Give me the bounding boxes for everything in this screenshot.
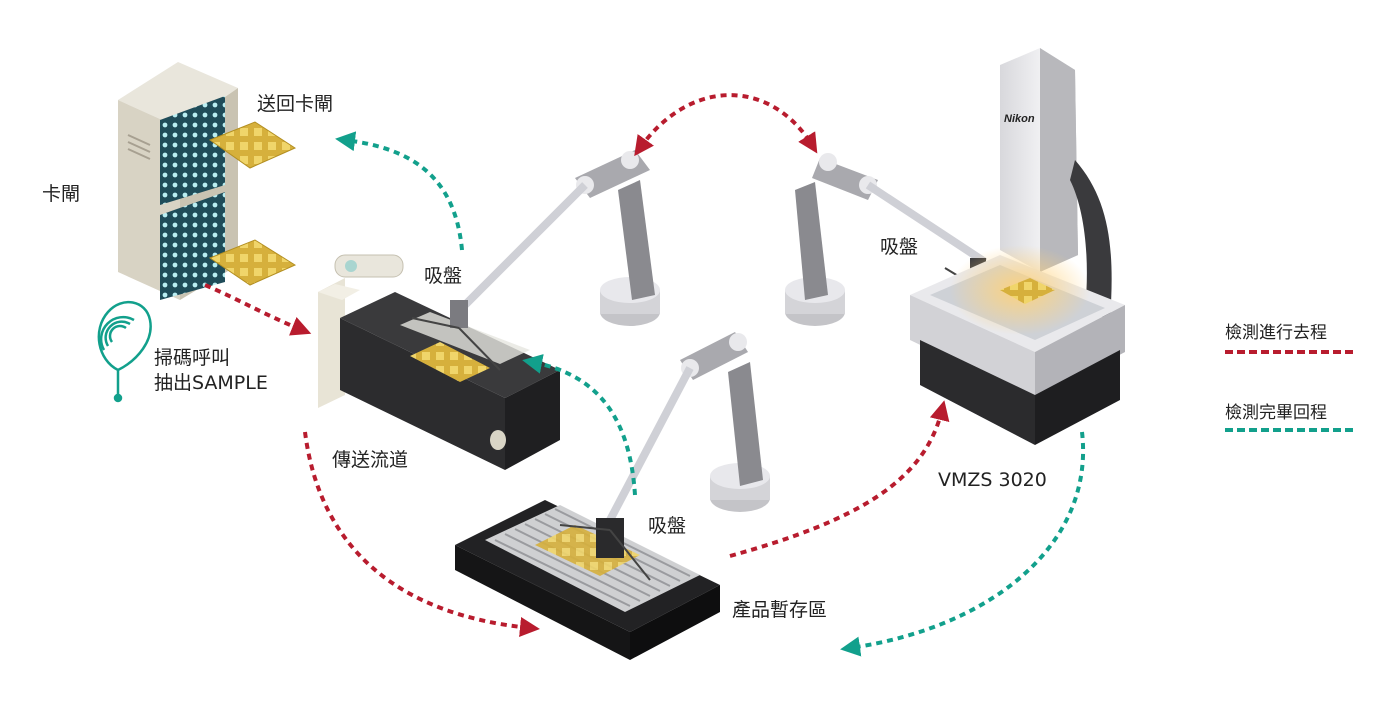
go-arrow-conveyor-to-storage <box>303 431 540 637</box>
label-cabinet: 卡閘 <box>42 183 81 205</box>
robot-arm-1 <box>411 150 660 371</box>
return-arrow-to-cabinet <box>335 131 464 251</box>
label-scan: 掃碼呼叫 抽出SAMPLE <box>154 346 268 395</box>
label-machine: VMZS 3020 <box>938 469 1047 491</box>
label-suction-1: 吸盤 <box>424 265 463 287</box>
legend-line-going <box>1225 350 1353 354</box>
storage-platform <box>455 500 720 660</box>
go-arrow-storage-to-machine <box>729 400 950 558</box>
label-scan-line1: 掃碼呼叫 <box>154 347 231 369</box>
chip-tray-top <box>208 121 297 169</box>
label-scan-line2: 抽出SAMPLE <box>154 371 268 394</box>
chip-tray-bottom <box>208 239 297 286</box>
robot-arm-2 <box>785 153 1021 326</box>
label-return-to-cabinet: 送回卡閘 <box>257 93 334 115</box>
label-suction-2: 吸盤 <box>880 236 919 258</box>
scanner-icon <box>97 300 152 403</box>
go-arrow-arm-to-arm <box>634 93 818 157</box>
cabinet <box>118 62 297 300</box>
label-conveyor: 傳送流道 <box>332 449 409 471</box>
legend-line-return <box>1225 428 1353 432</box>
label-suction-3: 吸盤 <box>648 515 687 537</box>
conveyor <box>318 254 560 470</box>
flow-arrows <box>204 93 1086 657</box>
legend-label-return: 檢測完畢回程 <box>1225 403 1327 423</box>
label-storage: 產品暫存區 <box>732 599 828 621</box>
go-arrow-cabinet-to-conveyor <box>204 283 312 336</box>
robot-arm-3 <box>559 332 770 581</box>
vmzs-machine: Nikon <box>910 48 1125 445</box>
legend-label-going: 檢測進行去程 <box>1225 323 1327 343</box>
brand-logo: Nikon <box>1004 113 1035 125</box>
return-arrow-to-conveyor <box>522 354 637 496</box>
return-arrow-machine-to-storage <box>840 431 1086 657</box>
